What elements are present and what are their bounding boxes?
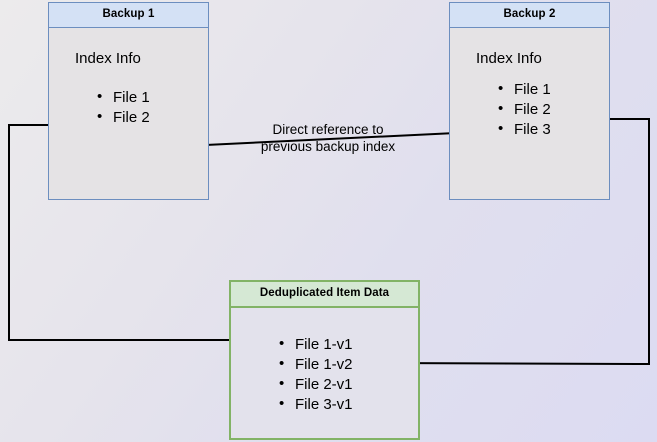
node-deduplicated-item-data[interactable]: Deduplicated Item Data File 1-v1 File 1-… bbox=[229, 280, 420, 440]
list-item: File 2 bbox=[498, 99, 551, 120]
list-item: File 2-v1 bbox=[279, 374, 353, 395]
node-dedup-body: File 1-v1 File 1-v2 File 2-v1 File 3-v1 bbox=[231, 307, 418, 438]
list-item: File 1 bbox=[97, 87, 150, 108]
backup-2-file-list: File 1 File 2 File 3 bbox=[480, 79, 551, 140]
node-backup-2-body: Index Info File 1 File 2 File 3 bbox=[450, 27, 609, 199]
list-item: File 1-v2 bbox=[279, 354, 353, 375]
backup-1-index-info-label: Index Info bbox=[75, 49, 141, 67]
node-backup-1[interactable]: Backup 1 Index Info File 1 File 2 bbox=[48, 2, 209, 200]
dedup-file-list: File 1-v1 File 1-v2 File 2-v1 File 3-v1 bbox=[261, 334, 353, 415]
edge-label-direct-reference: Direct reference to previous backup inde… bbox=[248, 121, 408, 155]
node-backup-2[interactable]: Backup 2 Index Info File 1 File 2 File 3 bbox=[449, 2, 610, 200]
node-backup-1-body: Index Info File 1 File 2 bbox=[49, 27, 208, 199]
list-item: File 1 bbox=[498, 79, 551, 100]
node-backup-1-header: Backup 1 bbox=[49, 3, 208, 28]
edge-label-line-1: Direct reference to bbox=[272, 122, 384, 137]
backup-1-file-list: File 1 File 2 bbox=[79, 87, 150, 128]
list-item: File 2 bbox=[97, 107, 150, 128]
list-item: File 3-v1 bbox=[279, 394, 353, 415]
node-dedup-header: Deduplicated Item Data bbox=[231, 282, 418, 308]
edge-label-line-2: previous backup index bbox=[260, 139, 396, 154]
backup-2-index-info-label: Index Info bbox=[476, 49, 542, 67]
list-item: File 3 bbox=[498, 119, 551, 140]
node-backup-2-header: Backup 2 bbox=[450, 3, 609, 28]
list-item: File 1-v1 bbox=[279, 334, 353, 355]
